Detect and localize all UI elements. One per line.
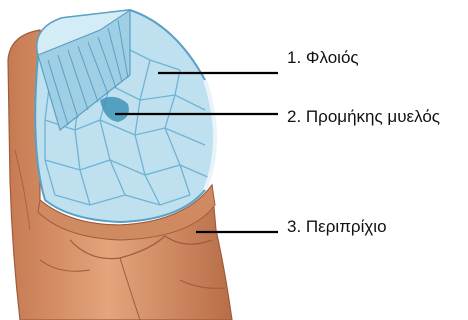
label-medulla: 2. Προμήκης μυελός — [287, 107, 440, 127]
label-cortex: 1. Φλοιός — [287, 48, 359, 68]
label-cuticle: 3. Περιπρίχιο — [287, 217, 387, 237]
